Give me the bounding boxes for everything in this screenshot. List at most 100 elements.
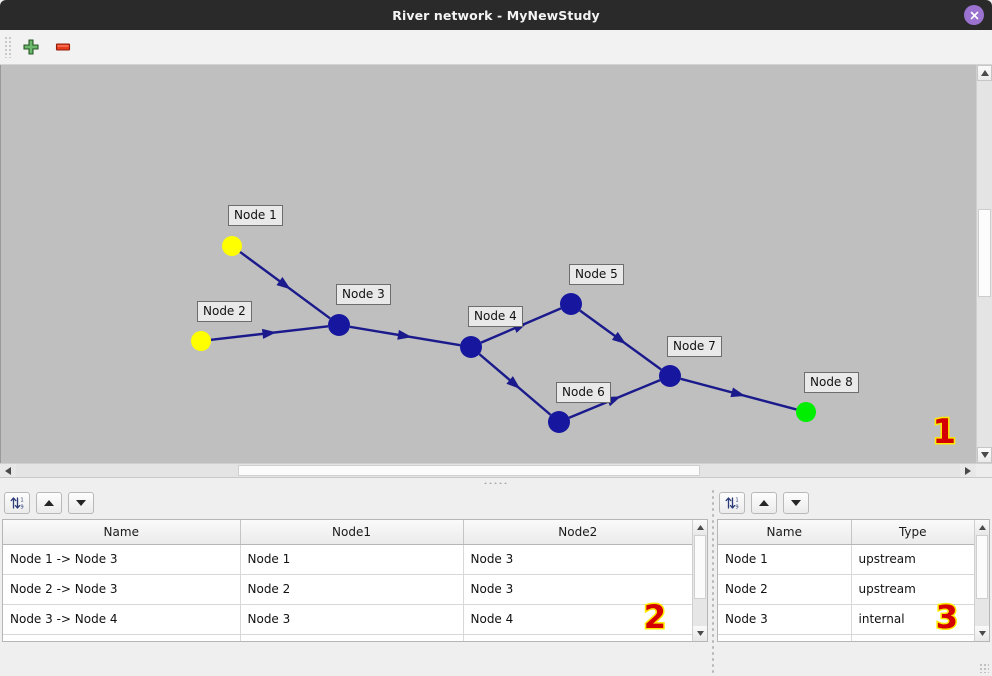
branch-scroll-down-icon[interactable]: [693, 626, 707, 641]
scroll-right-icon[interactable]: [960, 464, 976, 477]
tables-area: 1 9: [0, 487, 992, 676]
node-vscroll-track[interactable]: [975, 535, 989, 626]
branch-vscroll-thumb[interactable]: [694, 535, 706, 599]
node-label-node-4[interactable]: Node 4: [468, 306, 523, 327]
edge-arrow-icon: [611, 331, 627, 345]
panel-splitter[interactable]: [0, 477, 992, 487]
tables-splitter[interactable]: [710, 487, 715, 676]
table-cell[interactable]: Node 4: [718, 634, 852, 641]
table-cell[interactable]: Node 4 -> Node 5: [3, 634, 241, 641]
network-node[interactable]: [460, 336, 482, 358]
annotation-marker-3: 3: [934, 598, 959, 636]
canvas-hscroll-track[interactable]: [16, 464, 960, 477]
branch-statusbar: [0, 642, 710, 676]
table-cell[interactable]: Node 4: [240, 634, 464, 641]
add-plus-icon[interactable]: [18, 34, 44, 60]
node-vscroll-thumb[interactable]: [976, 535, 988, 599]
network-node[interactable]: [328, 314, 350, 336]
table-cell[interactable]: upstream: [851, 544, 974, 575]
column-header[interactable]: Type: [851, 520, 974, 545]
node-label-node-3[interactable]: Node 3: [336, 284, 391, 305]
scroll-left-icon[interactable]: [0, 464, 16, 477]
node-move-up-button[interactable]: [751, 492, 777, 514]
table-cell[interactable]: Node 3: [463, 574, 692, 605]
table-cell[interactable]: Node 2: [718, 574, 852, 605]
network-node[interactable]: [222, 236, 242, 256]
move-up-button[interactable]: [36, 492, 62, 514]
branch-table-vertical-scrollbar[interactable]: [692, 520, 707, 641]
main-toolbar: [0, 30, 992, 65]
annotation-marker-2: 2: [642, 598, 667, 636]
table-cell[interactable]: Node 1: [718, 544, 852, 575]
table-cell[interactable]: Node 5: [463, 634, 692, 641]
remove-minus-icon[interactable]: [50, 34, 76, 60]
canvas-vscroll-thumb[interactable]: [978, 209, 991, 297]
scroll-up-icon[interactable]: [977, 65, 992, 81]
node-move-down-button[interactable]: [783, 492, 809, 514]
table-cell[interactable]: Node 3 -> Node 4: [3, 604, 241, 635]
table-cell[interactable]: Node 1: [240, 544, 464, 575]
column-header[interactable]: Name: [718, 520, 852, 545]
network-node[interactable]: [191, 331, 211, 351]
arrow-up-icon: [759, 500, 769, 506]
node-scroll-up-icon[interactable]: [975, 520, 989, 535]
table-cell[interactable]: Node 4: [463, 604, 692, 635]
table-cell[interactable]: Node 3: [718, 604, 852, 635]
network-node[interactable]: [560, 293, 582, 315]
svg-text:9: 9: [20, 504, 23, 510]
node-pane: 1 9: [715, 487, 992, 676]
svg-text:9: 9: [735, 504, 738, 510]
column-header[interactable]: Node2: [463, 520, 692, 545]
sort-icon[interactable]: 1 9: [4, 492, 30, 514]
table-row[interactable]: Node 4internal: [718, 634, 974, 641]
node-label-node-8[interactable]: Node 8: [804, 372, 859, 393]
network-node[interactable]: [796, 402, 816, 422]
column-header[interactable]: Node1: [240, 520, 464, 545]
table-cell[interactable]: upstream: [851, 574, 974, 605]
network-node[interactable]: [548, 411, 570, 433]
canvas-vertical-scrollbar[interactable]: [976, 65, 992, 463]
table-cell[interactable]: Node 3: [240, 604, 464, 635]
close-icon[interactable]: [964, 5, 984, 25]
move-down-button[interactable]: [68, 492, 94, 514]
splitter-grip: [483, 481, 509, 484]
edge-arrow-icon: [397, 329, 412, 340]
canvas-hscroll-thumb[interactable]: [238, 465, 700, 476]
table-cell[interactable]: Node 2 -> Node 3: [3, 574, 241, 605]
table-cell[interactable]: Node 3: [463, 544, 692, 575]
network-node[interactable]: [659, 365, 681, 387]
table-cell[interactable]: Node 1 -> Node 3: [3, 544, 241, 575]
node-sort-icon[interactable]: 1 9: [719, 492, 745, 514]
window-resize-grip[interactable]: [979, 663, 989, 673]
node-label-node-6[interactable]: Node 6: [556, 382, 611, 403]
canvas-vscroll-track[interactable]: [977, 81, 992, 447]
scroll-down-icon[interactable]: [977, 447, 992, 463]
branch-vscroll-track[interactable]: [693, 535, 707, 626]
column-header[interactable]: Name: [3, 520, 241, 545]
node-label-node-2[interactable]: Node 2: [197, 301, 252, 322]
table-cell[interactable]: Node 2: [240, 574, 464, 605]
table-cell[interactable]: internal: [851, 634, 974, 641]
node-label-node-7[interactable]: Node 7: [667, 336, 722, 357]
node-scroll-down-icon[interactable]: [975, 626, 989, 641]
toolbar-grip[interactable]: [4, 36, 12, 58]
network-canvas[interactable]: Node 1 Node 2 Node 3 Node 4 Node 5 Node 6 Node…: [0, 65, 976, 463]
node-table-vertical-scrollbar[interactable]: [974, 520, 989, 641]
canvas-horizontal-scrollbar[interactable]: [0, 463, 992, 477]
branch-scroll-up-icon[interactable]: [693, 520, 707, 535]
node-label-node-1[interactable]: Node 1: [228, 205, 283, 226]
table-cell[interactable]: internal: [851, 604, 974, 635]
node-label-node-5[interactable]: Node 5: [569, 264, 624, 285]
